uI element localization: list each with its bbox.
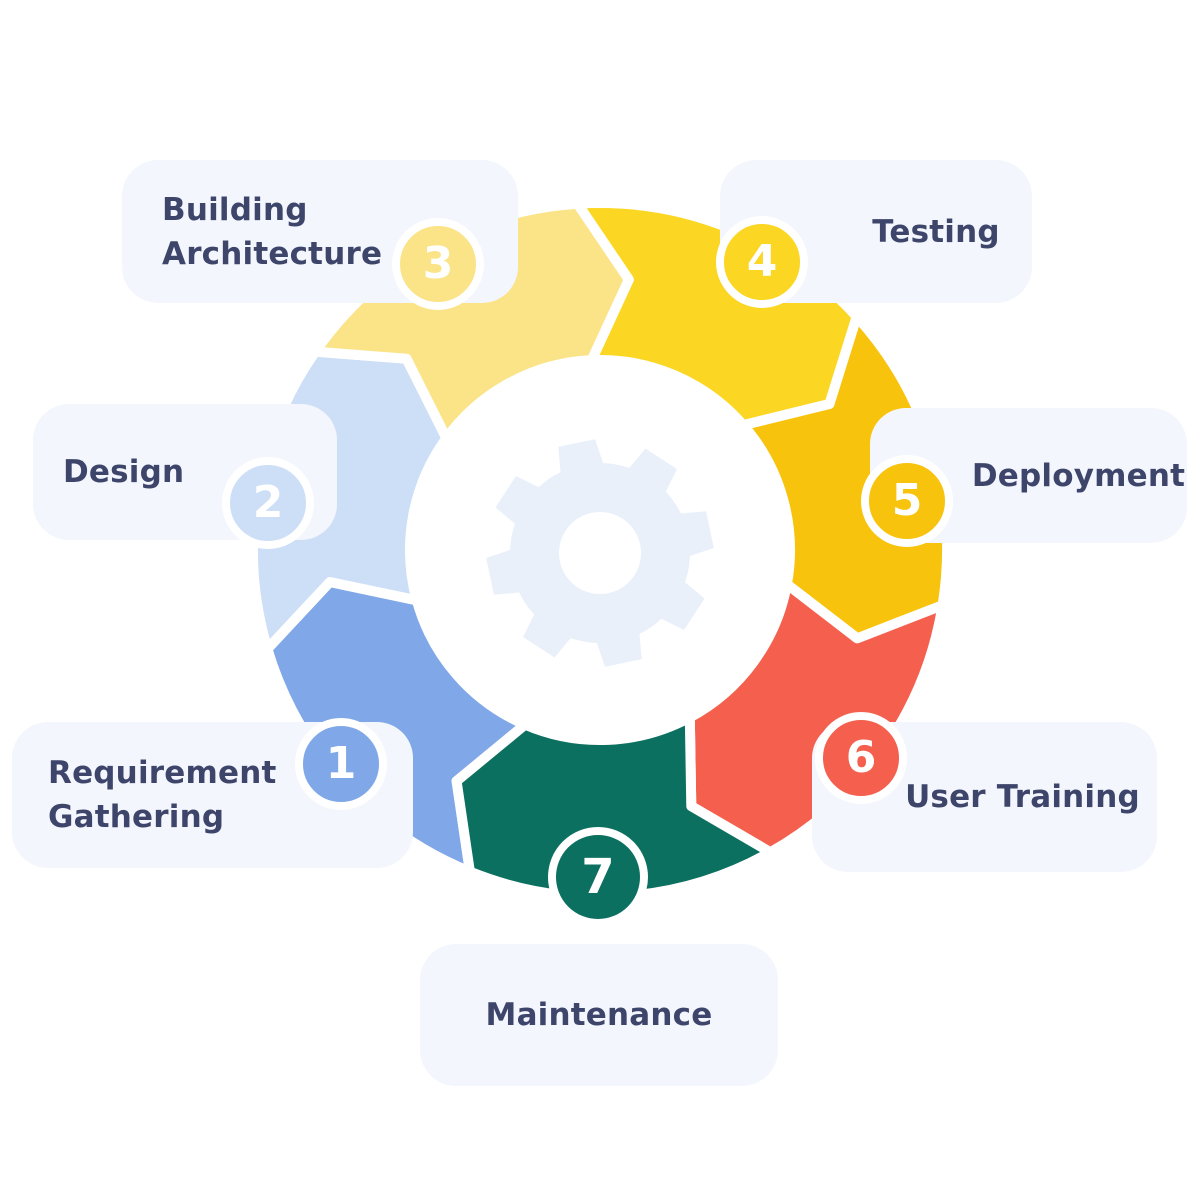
gear-hole bbox=[559, 512, 641, 594]
card-label-line: Building bbox=[162, 191, 308, 228]
step-circle-1: 1 bbox=[295, 718, 387, 810]
card-label-line: Maintenance bbox=[485, 997, 713, 1033]
step-circle-3: 3 bbox=[392, 218, 484, 310]
card-label-line: Requirement bbox=[48, 755, 277, 791]
step-circle-4: 4 bbox=[716, 216, 808, 308]
step-circle-6: 6 bbox=[815, 712, 907, 804]
card-label-line: Deployment bbox=[971, 457, 1186, 494]
card-label-line: Testing bbox=[872, 213, 1000, 250]
card-maintenance: Maintenance bbox=[420, 944, 778, 1086]
card-label-line: Architecture bbox=[162, 235, 383, 272]
card-label-line: User Training bbox=[905, 779, 1140, 815]
step-circle-7: 7 bbox=[548, 827, 648, 927]
step-circle-5: 5 bbox=[861, 455, 953, 547]
card-requirement-gathering: Requirement Gathering bbox=[12, 722, 413, 868]
card-label-line: Gathering bbox=[48, 799, 225, 835]
step-circle-2: 2 bbox=[222, 457, 314, 549]
card-label-line: Design bbox=[63, 454, 185, 490]
